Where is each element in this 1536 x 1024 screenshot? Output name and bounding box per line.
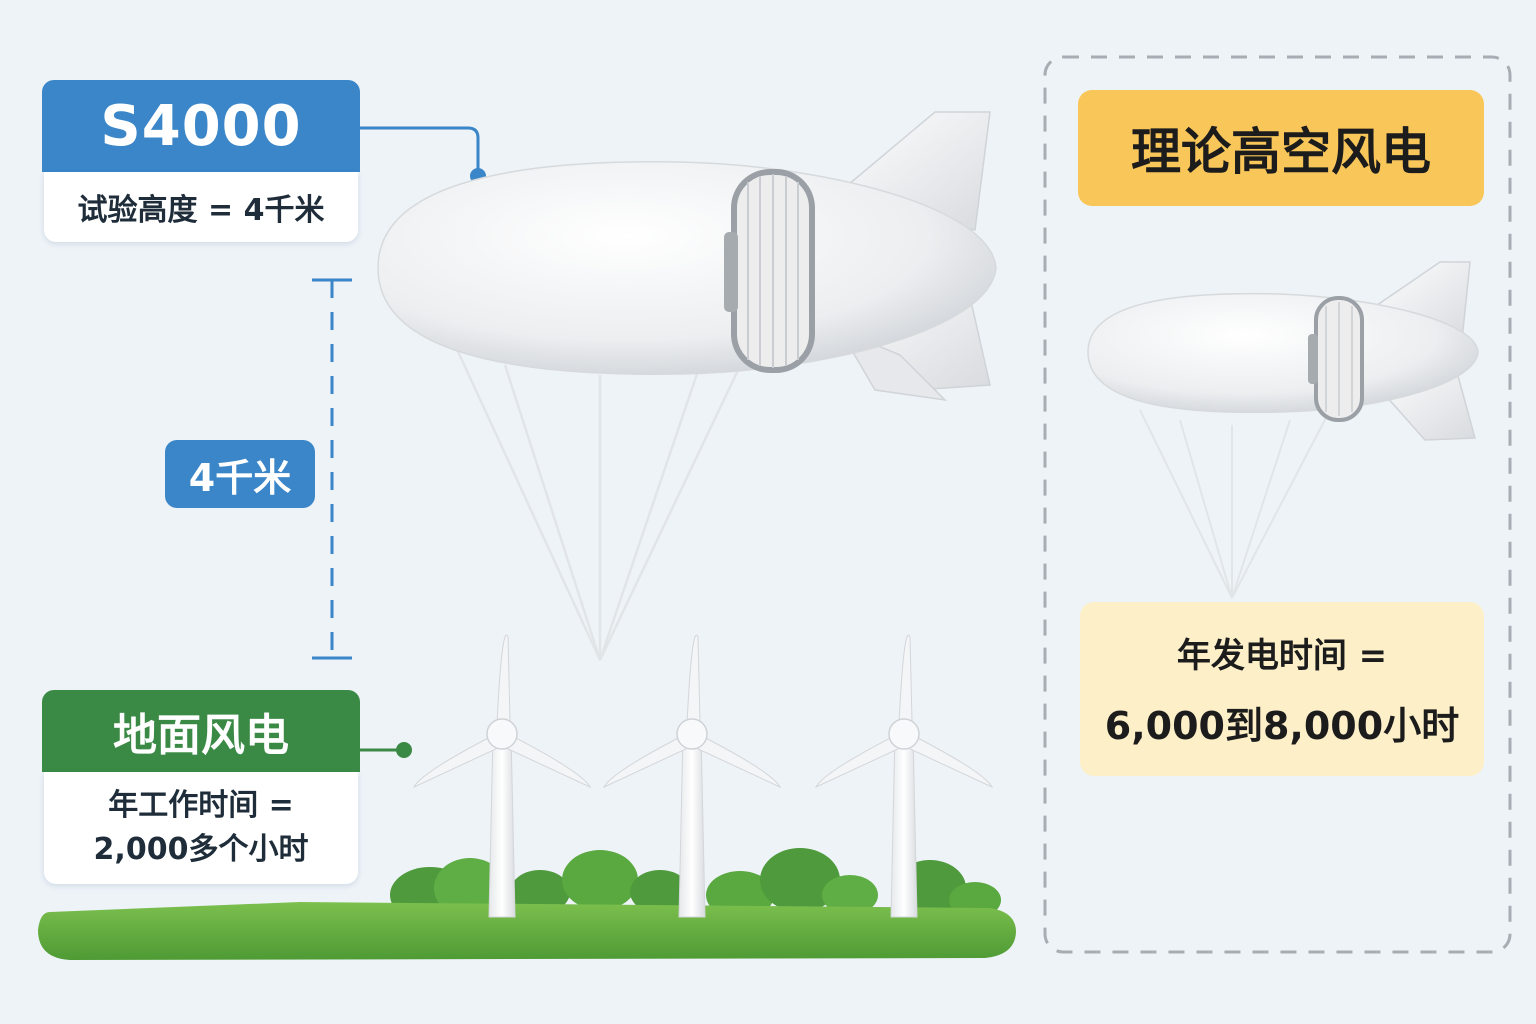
ground-wind-hours: 年工作时间 = 2,000多个小时 xyxy=(44,772,358,884)
height-distance-label: 4千米 xyxy=(165,440,315,508)
s4000-title: S4000 xyxy=(42,80,360,172)
main-airship-tethers xyxy=(453,344,752,661)
theory-hours-line2: 6,000到8,000小时 xyxy=(1104,704,1460,748)
theory-wind-hours: 年发电时间 = 6,000到8,000小时 xyxy=(1080,602,1484,776)
wind-turbine xyxy=(412,634,592,918)
ground-grass xyxy=(38,848,1016,960)
ground-connector xyxy=(360,742,412,758)
s4000-test-height: 试验高度 = 4千米 xyxy=(44,172,358,242)
ground-hours-line2: 2,000多个小时 xyxy=(93,832,309,867)
wind-turbine xyxy=(602,634,782,918)
theory-hours-line1: 年发电时间 = xyxy=(1176,636,1388,676)
wind-turbine xyxy=(814,634,994,918)
ground-wind-title: 地面风电 xyxy=(42,690,360,772)
small-airship-tethers xyxy=(1139,409,1331,599)
theory-wind-title: 理论高空风电 xyxy=(1078,90,1484,206)
ground-hours-line1: 年工作时间 = xyxy=(108,788,294,823)
small-airship xyxy=(1087,261,1479,441)
height-measure-line xyxy=(312,278,352,660)
main-airship xyxy=(377,111,997,402)
s4000-connector xyxy=(360,126,486,184)
